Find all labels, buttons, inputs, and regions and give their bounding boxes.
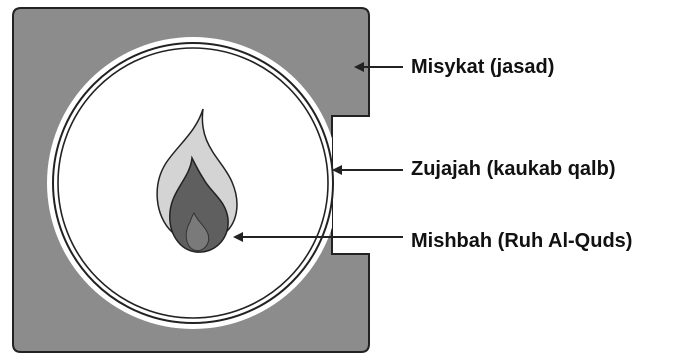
label-misykat: Misykat (jasad) — [411, 55, 554, 79]
label-zujajah: Zujajah (kaukab qalb) — [411, 157, 615, 181]
arrow-zujajah — [332, 165, 403, 175]
label-mishbah: Mishbah (Ruh Al-Quds) — [411, 229, 632, 253]
arrow-misykat — [354, 62, 403, 72]
